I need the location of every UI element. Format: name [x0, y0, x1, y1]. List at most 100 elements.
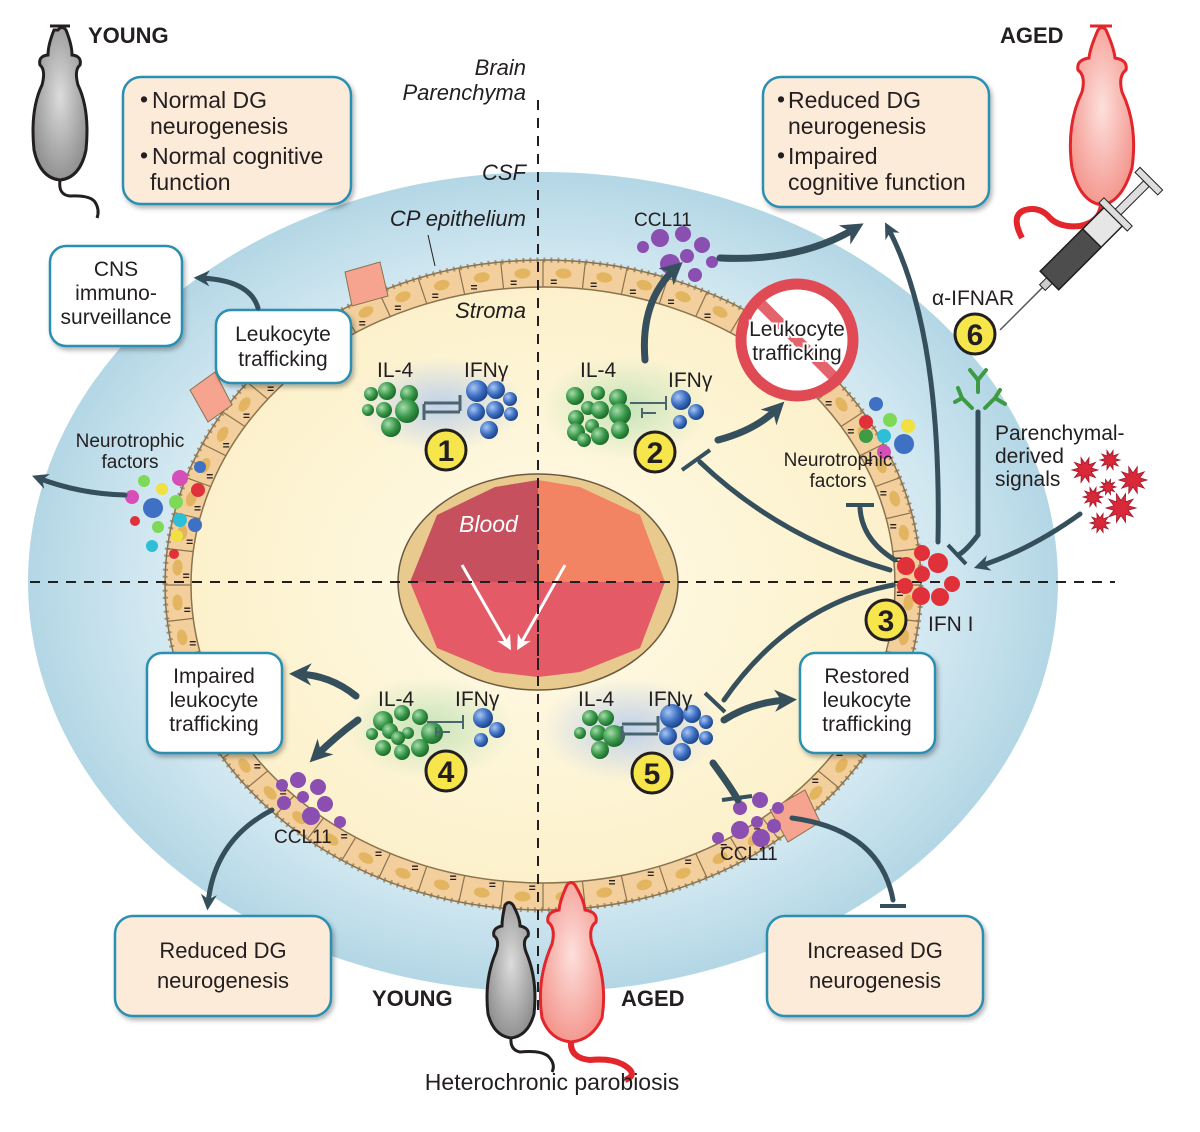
ccl11-top-label: CCL11 — [634, 210, 692, 231]
cell-nucleus — [172, 594, 183, 611]
il4-molecule — [411, 739, 429, 757]
neurotrophic-factor — [869, 397, 883, 411]
neurotrophic-factor — [901, 419, 915, 433]
step-number-6: 6 — [967, 319, 984, 352]
ifng-molecule — [671, 390, 691, 410]
tight-junction: = — [720, 839, 727, 853]
ccl11-molecule — [712, 832, 724, 844]
ifng-molecule — [504, 407, 518, 421]
cell-nucleus — [263, 786, 277, 800]
tight-junction: = — [895, 553, 902, 567]
il4-label-1: IL-4 — [377, 359, 414, 382]
parenchymal-label-3: signals — [995, 468, 1060, 491]
aged-outcome-bullet1-cont: neurogenesis — [788, 113, 926, 139]
neurotrophic-factor — [191, 483, 205, 497]
il4-molecule — [395, 399, 419, 423]
restored-line2: leukocyte — [823, 689, 912, 712]
cell-border — [886, 512, 912, 520]
il4-molecule — [381, 417, 401, 437]
ifng-molecule — [466, 380, 488, 402]
neurotrophic-factor — [169, 495, 183, 509]
cytokine-clusters — [345, 356, 720, 782]
ifng-molecule — [699, 731, 713, 745]
neurotrophic-factor — [894, 434, 914, 454]
leukocyte-young-line1: Leukocyte — [235, 323, 331, 346]
il4-molecule — [603, 725, 625, 747]
ccl11-molecule — [733, 801, 747, 815]
inhib-ifn-to-2 — [697, 459, 893, 573]
young-mouse-parabiosis-icon — [485, 901, 555, 1073]
young-label-top: YOUNG — [88, 23, 169, 48]
neurotrophic-factor — [152, 521, 164, 533]
cell-border — [729, 837, 745, 861]
impaired-line1: Impaired — [173, 665, 255, 688]
restored-line3: trafficking — [822, 713, 912, 736]
tight-junction: = — [183, 569, 190, 583]
cell-border — [417, 278, 428, 304]
ifn-i-molecule — [897, 578, 913, 594]
cell-nucleus — [898, 524, 909, 541]
ifng-molecule — [486, 401, 504, 419]
increased-dg-line2: neurogenesis — [809, 968, 941, 993]
cell-border — [222, 411, 246, 427]
arrow-5-to-restored — [720, 689, 797, 724]
step-number-1: 1 — [438, 435, 455, 468]
neurotrophic-left-label: Neurotrophic — [76, 431, 185, 452]
ccl11-molecule — [772, 802, 784, 814]
step-number-2: 2 — [647, 437, 664, 470]
tight-junction: = — [510, 276, 517, 290]
cell-border — [581, 261, 586, 289]
neurotrophic-factor — [156, 483, 168, 495]
step-number-5: 5 — [644, 758, 661, 791]
cell-border — [167, 548, 194, 553]
tight-junction: = — [704, 309, 711, 323]
inhib-ccl11-to-increased — [789, 815, 896, 903]
il4-label-4: IL-4 — [378, 688, 415, 711]
neurotrophic-factor — [172, 470, 188, 486]
cns-line1: CNS — [94, 258, 138, 281]
ccl11-molecule — [290, 772, 306, 788]
heterochronic-parabiosis-label: Heterochronic parobiosis — [425, 1069, 679, 1095]
tight-junction: = — [267, 382, 274, 396]
young-outcome-bullet2-cont: function — [150, 169, 231, 195]
il4-molecule — [366, 728, 378, 740]
cell-nucleus — [835, 397, 848, 412]
ifn-i-molecule — [912, 587, 930, 605]
tight-junction: = — [608, 875, 615, 889]
cns-immunosurveillance-box: CNS immuno- surveillance — [48, 244, 184, 348]
ccl11-molecule — [276, 779, 288, 791]
svg-text:•: • — [777, 86, 785, 112]
tight-junction: = — [375, 847, 382, 861]
parenchymal-label-1: Parenchymal- — [995, 422, 1125, 445]
ifn-i-molecule — [931, 588, 949, 606]
il4-molecule — [378, 382, 396, 400]
parenchymal-signal — [1098, 478, 1118, 496]
neurotrophic-factor — [125, 490, 139, 504]
parenchymal-signal — [1088, 512, 1112, 534]
cell-nucleus — [172, 559, 183, 576]
cell-nucleus — [395, 867, 411, 879]
tight-junction: = — [186, 535, 193, 549]
tight-junction: = — [890, 519, 897, 533]
ccl11-molecule — [767, 819, 781, 833]
ifng-molecule — [467, 403, 485, 421]
cell-border — [500, 261, 505, 289]
tight-junction: = — [550, 275, 557, 289]
il4-molecule — [591, 401, 609, 419]
inhib-ifn-to-5 — [721, 582, 896, 703]
cell-border — [417, 866, 428, 892]
il4-molecule — [400, 385, 418, 403]
cell-nucleus — [596, 887, 613, 898]
arrows — [32, 222, 1083, 911]
tight-junction: = — [825, 396, 832, 410]
il4-molecule — [609, 403, 631, 425]
cell-nucleus — [216, 426, 229, 442]
cell-nucleus — [238, 758, 251, 773]
il4-molecule — [394, 705, 410, 721]
cell-border — [458, 875, 466, 902]
il4-molecule — [611, 421, 629, 439]
leukocyte-trafficking-young-box: Leukocyte trafficking — [214, 308, 353, 385]
cell-border — [840, 411, 864, 427]
il4-molecule — [362, 404, 374, 416]
